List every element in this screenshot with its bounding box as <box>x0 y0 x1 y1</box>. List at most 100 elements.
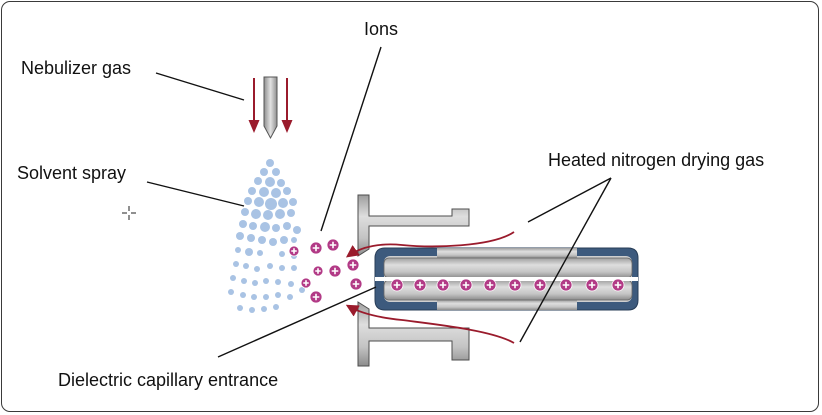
droplet <box>283 222 291 230</box>
droplet <box>243 263 249 269</box>
droplet <box>265 177 275 187</box>
droplet <box>280 236 288 244</box>
droplet <box>271 188 281 198</box>
droplet <box>251 209 261 219</box>
droplet <box>273 304 279 310</box>
ion-icon <box>326 238 340 252</box>
droplet <box>233 261 239 267</box>
droplet <box>266 159 274 167</box>
dielectric-capillary <box>374 247 639 311</box>
droplet <box>254 266 260 272</box>
ion-icon <box>312 265 324 277</box>
leader-ions <box>320 46 382 232</box>
droplet <box>299 287 305 293</box>
droplet <box>257 250 263 256</box>
ion-icon <box>346 258 360 272</box>
label-heated-nitrogen-drying-gas: Heated nitrogen drying gas <box>548 150 764 170</box>
droplet <box>244 197 252 205</box>
droplet <box>241 278 247 284</box>
droplet <box>239 220 247 228</box>
droplet <box>279 265 285 271</box>
droplet <box>228 289 234 295</box>
drying-gas-flow <box>345 231 515 344</box>
droplet <box>272 224 280 232</box>
droplet <box>247 234 255 242</box>
leader-drying-gas-lower <box>519 177 612 343</box>
droplet <box>263 294 269 300</box>
droplet <box>272 168 280 176</box>
droplet <box>240 292 246 298</box>
droplet <box>237 305 243 311</box>
inlet-end-cap <box>357 194 470 367</box>
label-solvent-spray: Solvent spray <box>17 163 126 183</box>
droplet <box>291 265 297 271</box>
droplet <box>269 238 277 246</box>
droplet <box>288 281 294 287</box>
droplet <box>259 187 269 197</box>
droplet <box>263 210 273 220</box>
leader-solvent-spray <box>146 181 245 207</box>
droplet <box>277 179 285 187</box>
droplet <box>254 177 262 185</box>
ion-icon <box>508 278 522 292</box>
droplet <box>287 294 293 300</box>
leader-nebulizer-gas <box>155 72 245 101</box>
ion-icon <box>390 278 404 292</box>
ion-icon <box>309 290 323 304</box>
ion-icon <box>533 278 547 292</box>
droplet <box>287 209 295 217</box>
droplet <box>260 222 270 232</box>
leader-dielectric-capillary <box>217 286 377 358</box>
droplet <box>275 292 281 298</box>
leader-lines <box>146 46 612 358</box>
ion-icon <box>559 278 573 292</box>
droplet <box>263 278 269 284</box>
droplet <box>252 280 258 286</box>
droplet <box>235 247 241 253</box>
droplet <box>267 263 273 269</box>
ion-icon <box>413 278 427 292</box>
crosshair-cursor-icon <box>122 206 136 220</box>
ion-icon <box>585 278 599 292</box>
droplet <box>236 232 244 240</box>
label-dielectric-capillary-entrance: Dielectric capillary entrance <box>58 370 278 390</box>
droplet <box>249 307 255 313</box>
ion-icon <box>309 241 323 255</box>
droplet <box>248 187 256 195</box>
droplet <box>265 198 277 210</box>
droplet <box>260 168 268 176</box>
ion-icon <box>436 278 450 292</box>
droplet <box>293 226 301 234</box>
droplet <box>278 198 288 208</box>
ion-icon <box>611 278 625 292</box>
droplet <box>261 306 267 312</box>
droplet <box>230 275 236 281</box>
ion-icon <box>328 264 342 278</box>
droplet <box>279 251 285 257</box>
ions-group <box>288 238 625 304</box>
droplet <box>251 294 257 300</box>
droplet <box>249 222 257 230</box>
droplet <box>241 208 249 216</box>
ion-icon <box>459 278 473 292</box>
ion-icon <box>288 245 300 257</box>
droplet <box>254 197 264 207</box>
droplet <box>291 237 297 243</box>
droplet <box>283 187 291 195</box>
ion-icon <box>300 277 312 289</box>
leader-drying-gas-upper <box>527 177 612 223</box>
nebulizer-needle <box>263 76 278 140</box>
droplet <box>275 279 281 285</box>
label-nebulizer-gas: Nebulizer gas <box>21 58 131 78</box>
nebulizer-gas-arrows <box>248 78 293 133</box>
ion-icon <box>349 277 363 291</box>
label-ions: Ions <box>364 19 398 39</box>
ion-icon <box>483 278 497 292</box>
droplet <box>245 248 253 256</box>
droplet <box>275 209 285 219</box>
solvent-spray-droplets <box>228 159 305 313</box>
droplet <box>289 198 297 206</box>
droplet <box>258 236 266 244</box>
